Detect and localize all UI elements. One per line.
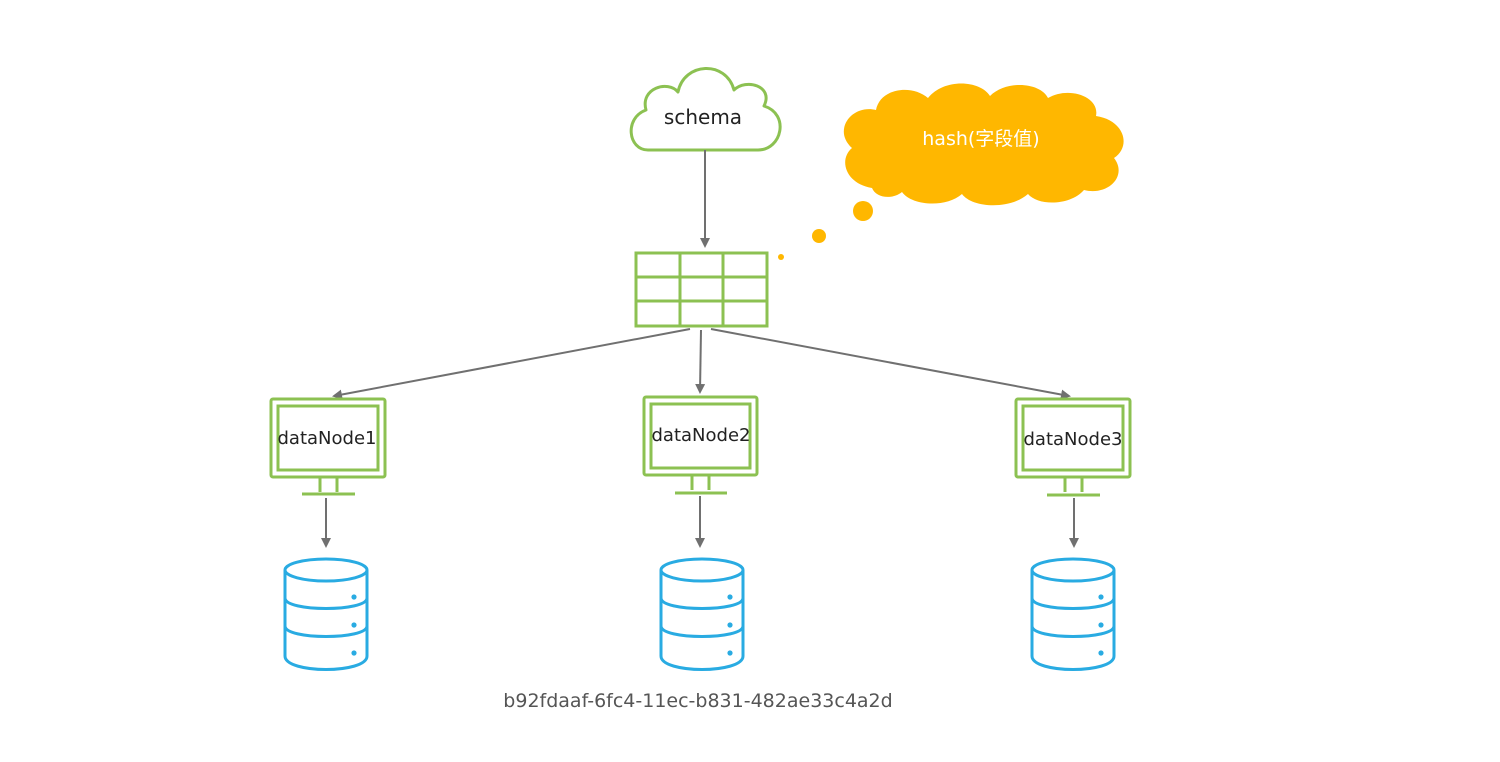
arrow-table-to-node1 — [332, 328, 691, 400]
data-node-3: dataNode3 — [1014, 397, 1132, 671]
thought-bubble-dot-medium — [812, 229, 826, 243]
database-icon — [1030, 557, 1116, 671]
thought-bubble-dot-small — [778, 254, 784, 260]
database-icon — [283, 557, 369, 671]
node-label: dataNode2 — [652, 425, 751, 446]
data-node-1: dataNode1 — [269, 397, 387, 671]
hash-thought-cloud-icon — [778, 83, 1124, 260]
arrow-table-to-node3 — [710, 328, 1071, 400]
thought-bubble-dot-large — [853, 201, 873, 221]
schema-label: schema — [664, 105, 742, 129]
monitor-icon — [642, 395, 759, 495]
table-icon — [634, 251, 769, 328]
watermark-text: b92fdaaf-6fc4-11ec-b831-482ae33c4a2d — [503, 690, 892, 712]
database-icon — [659, 557, 745, 671]
hash-label: hash(字段值) — [922, 128, 1039, 150]
schema-cloud-icon — [629, 67, 782, 152]
arrow-table-to-node2 — [695, 329, 706, 394]
node-label: dataNode3 — [1024, 429, 1123, 450]
node-label: dataNode1 — [278, 428, 377, 449]
monitor-icon — [1014, 397, 1132, 497]
monitor-icon — [269, 397, 387, 496]
data-node-2: dataNode2 — [642, 395, 759, 671]
